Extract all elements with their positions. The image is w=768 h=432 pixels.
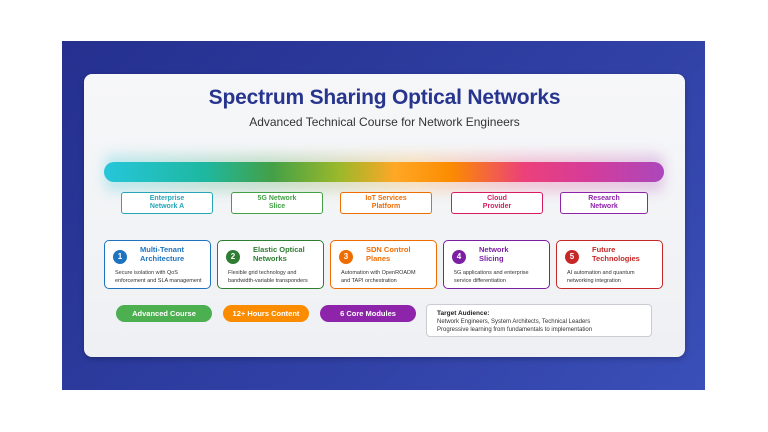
module-card-2[interactable]: 2 Elastic Optical Networks Flexible grid… (217, 240, 324, 289)
network-label-line1: IoT Services (365, 195, 407, 202)
course-card: Spectrum Sharing Optical Networks Advanc… (84, 74, 685, 357)
network-iot-platform: IoT Services Platform (340, 192, 432, 214)
module-desc-line1: Automation with OpenROADM (341, 270, 416, 276)
network-label-line2: Network (590, 203, 618, 210)
module-title-line2: Architecture (140, 253, 185, 263)
network-label-line1: Cloud (487, 195, 507, 202)
module-desc-line1: AI automation and quantum (567, 270, 635, 276)
audience-line1: Network Engineers, System Architects, Te… (437, 319, 591, 325)
module-title-line2: Slicing (479, 253, 504, 263)
module-card-5[interactable]: 5 Future Technologies AI automation and … (556, 240, 663, 289)
module-title-line1: Network (479, 245, 509, 254)
core-modules-badge: 6 Core Modules (320, 305, 416, 322)
module-title-line2: Planes (366, 253, 391, 263)
network-5g-slice: 5G Network Slice (231, 192, 323, 214)
hours-content-badge: 12+ Hours Content (223, 305, 309, 322)
network-label-line2: Slice (268, 203, 286, 210)
module-title: Future Technologies (592, 245, 640, 263)
page-subtitle: Advanced Technical Course for Network En… (249, 115, 520, 129)
module-desc-line2: and TAPI orchestration (341, 278, 397, 284)
network-label-line1: Enterprise (149, 195, 185, 202)
network-label-line1: 5G Network (257, 195, 297, 202)
module-description: Secure isolation with QoS enforcement an… (115, 269, 206, 285)
module-title: Network Slicing (479, 245, 509, 263)
module-title-line1: SDN Control (366, 245, 411, 254)
network-research: Research Network (560, 192, 648, 214)
module-card-3[interactable]: 3 SDN Control Planes Automation with Ope… (330, 240, 437, 289)
page-title: Spectrum Sharing Optical Networks (208, 86, 561, 109)
spectrum-bar (104, 162, 664, 182)
module-number-badge: 2 (226, 250, 240, 264)
network-cloud-provider: Cloud Provider (451, 192, 543, 214)
network-label-line2: Provider (482, 203, 512, 210)
module-number-badge: 3 (339, 250, 353, 264)
module-title-line2: Networks (253, 253, 287, 263)
module-desc-line1: Flexible grid technology and (228, 270, 297, 276)
module-title: Multi-Tenant Architecture (140, 245, 185, 263)
network-label-line1: Research (588, 195, 620, 202)
network-enterprise: Enterprise Network A (121, 192, 213, 214)
module-title-line2: Technologies (592, 253, 640, 263)
module-title-line1: Elastic Optical (253, 245, 305, 254)
module-description: Flexible grid technology and bandwidth-v… (228, 269, 319, 285)
module-description: 5G applications and enterprise service d… (454, 269, 545, 285)
module-title-line1: Future (592, 245, 616, 254)
module-desc-line2: service differentiation (454, 278, 506, 284)
module-desc-line2: enforcement and SLA management (115, 278, 202, 284)
module-description: Automation with OpenROADM and TAPI orche… (341, 269, 432, 285)
module-desc-line2: bandwidth-variable transponders (228, 278, 308, 284)
module-description: AI automation and quantum networking int… (567, 269, 658, 285)
module-title: SDN Control Planes (366, 245, 411, 263)
module-card-4[interactable]: 4 Network Slicing 5G applications and en… (443, 240, 550, 289)
network-label-line2: Platform (371, 203, 401, 210)
module-desc-line1: 5G applications and enterprise (454, 270, 529, 276)
module-card-1[interactable]: 1 Multi-Tenant Architecture Secure isola… (104, 240, 211, 289)
module-number-badge: 1 (113, 250, 127, 264)
module-title: Elastic Optical Networks (253, 245, 305, 263)
module-desc-line1: Secure isolation with QoS (115, 270, 178, 276)
audience-line2: Progressive learning from fundamentals t… (437, 327, 593, 333)
module-title-line1: Multi-Tenant (140, 245, 185, 254)
network-label-line2: Network A (149, 203, 185, 210)
audience-heading: Target Audience: (437, 310, 490, 317)
advanced-course-badge: Advanced Course (116, 305, 212, 322)
module-desc-line2: networking integration (567, 278, 621, 284)
target-audience-box: Target Audience: Network Engineers, Syst… (426, 304, 652, 337)
module-number-badge: 5 (565, 250, 579, 264)
module-number-badge: 4 (452, 250, 466, 264)
